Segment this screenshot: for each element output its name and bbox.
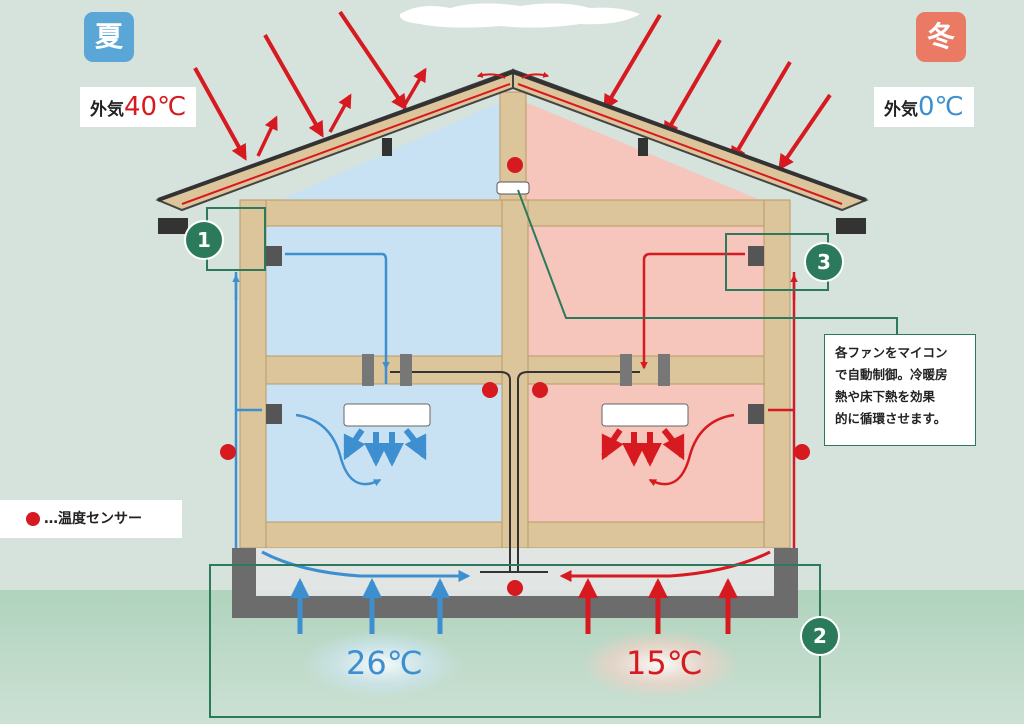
winter-outside-temp: 外気0℃	[874, 87, 974, 127]
fan-icon	[266, 246, 764, 424]
summer-outside-temp: 外気40℃	[80, 87, 197, 127]
legend-text: …温度センサー	[44, 511, 142, 527]
note-line: で自動制御。冷暖房	[835, 367, 948, 382]
winter-room-upper	[528, 226, 764, 356]
temperature-sensor-icon	[26, 512, 40, 526]
summer-badge: 夏	[84, 12, 134, 62]
timber-frame	[239, 91, 791, 549]
outside-temp-value: 40℃	[124, 92, 187, 122]
attic-winter	[515, 100, 760, 200]
summer-floor-temp: 26℃	[346, 644, 423, 682]
callout-1: 1	[184, 220, 224, 260]
note-line: 的に循環させます。	[835, 411, 947, 426]
temperature-sensor-icon	[220, 157, 810, 596]
summer-reflect-arrows	[256, 67, 427, 157]
note-line: 熱や床下熱を効果	[835, 389, 936, 404]
summer-room-upper	[266, 226, 502, 356]
legend: …温度センサー	[0, 500, 182, 538]
outside-label: 外気	[90, 100, 124, 120]
summer-sun-rays	[193, 10, 407, 161]
callout-2: 2	[800, 616, 840, 656]
callout-3: 3	[804, 242, 844, 282]
note-line: 各ファンをマイコン	[835, 345, 948, 360]
attic-summer	[280, 100, 510, 200]
winter-floor-glow	[580, 630, 740, 698]
air-conditioner-icon	[343, 403, 689, 427]
summer-floor-glow	[302, 630, 462, 698]
winter-badge: 冬	[916, 12, 966, 62]
cloud	[399, 3, 640, 28]
winter-sun-rays	[603, 13, 832, 171]
outside-label: 外気	[884, 100, 918, 120]
control-note: 各ファンをマイコン で自動制御。冷暖房 熱や床下熱を効果 的に循環させます。	[824, 334, 976, 446]
winter-floor-temp: 15℃	[626, 644, 703, 682]
controller-box	[496, 181, 530, 195]
outside-temp-value: 0℃	[918, 92, 964, 122]
